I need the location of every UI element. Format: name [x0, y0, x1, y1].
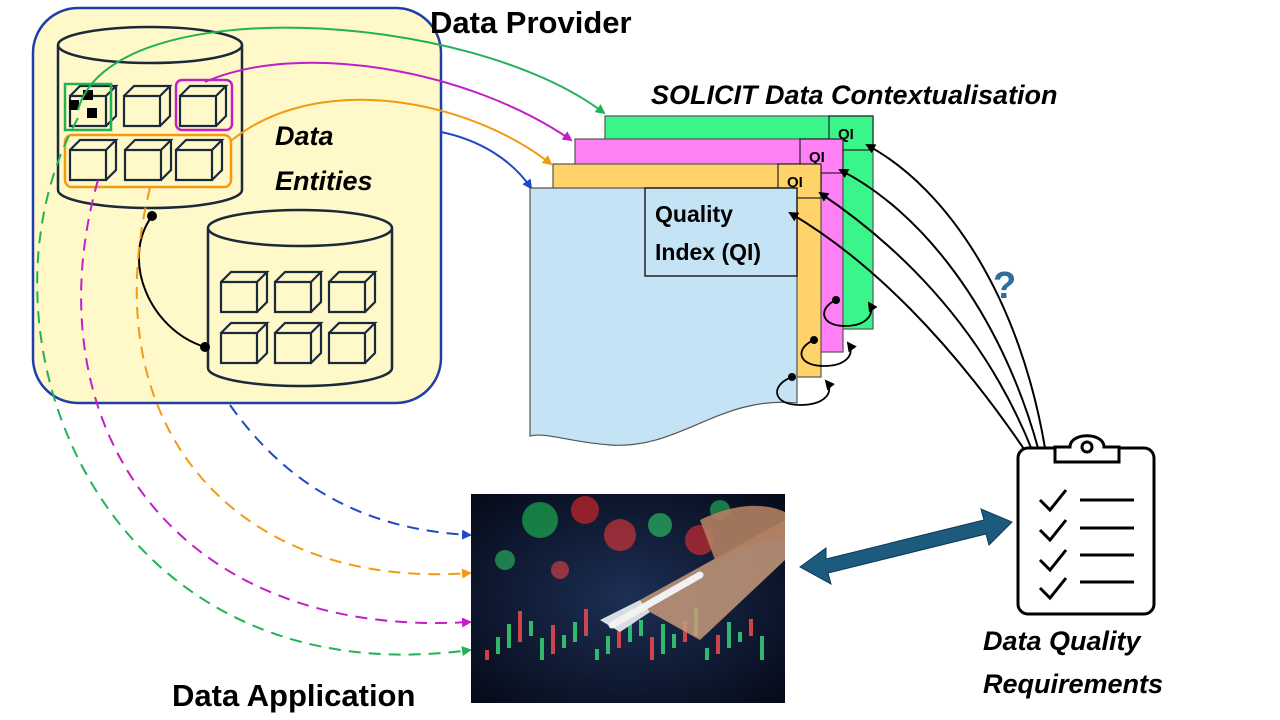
quality-index-line2: Index (QI): [655, 239, 761, 265]
bokeh-light: [522, 502, 558, 538]
candle-mark: [749, 619, 753, 636]
loop-dot: [832, 296, 840, 304]
candle-mark: [529, 621, 533, 636]
bokeh-light: [604, 519, 636, 551]
database-link-connector: [137, 215, 206, 348]
requirements-label-line1: Data Quality: [983, 626, 1143, 656]
candle-mark: [551, 625, 555, 654]
candle-mark: [738, 632, 742, 642]
cube-icon: [178, 84, 229, 128]
candle-mark: [595, 649, 599, 660]
application-label: Data Application: [172, 678, 415, 713]
entity-marker: [83, 90, 93, 100]
dashed-arrows: [36, 117, 472, 657]
cube-icon: [123, 138, 174, 182]
connector-dot: [200, 342, 210, 352]
candle-mark: [727, 622, 731, 648]
arrow-magenta-to-context: [204, 61, 573, 142]
data-entity-cubes: [68, 84, 378, 365]
bokeh-light: [495, 550, 515, 570]
candle-mark: [617, 623, 621, 648]
loop-arrows: [776, 299, 878, 406]
candle-mark: [661, 624, 665, 654]
candle-mark: [584, 609, 588, 636]
qi-tag-yellow-label: QI: [787, 174, 803, 191]
candle-mark: [485, 650, 489, 660]
candle-mark: [628, 610, 632, 642]
candle-mark: [518, 611, 522, 642]
provider-label: Data Provider: [430, 5, 632, 40]
candle-mark: [562, 635, 566, 648]
candle-mark: [705, 648, 709, 660]
cube-icon: [327, 321, 378, 365]
candle-mark: [760, 636, 764, 660]
candle-mark: [496, 637, 500, 654]
quality-index-box: [644, 187, 798, 277]
candle-mark: [672, 634, 676, 648]
arrow-orange-to-context: [231, 98, 553, 166]
candle-mark: [540, 638, 544, 660]
arrow-green-to-context: [77, 26, 606, 115]
loop-dot: [788, 373, 796, 381]
cube-icon: [219, 270, 270, 314]
cube-icon: [219, 321, 270, 365]
quality-index-line1: Quality: [655, 201, 733, 227]
bokeh-light: [648, 513, 672, 537]
bokeh-light: [551, 561, 569, 579]
candle-mark: [507, 624, 511, 648]
trading-screen-image: [471, 494, 785, 703]
entity-group-magenta: [174, 78, 234, 132]
contextualisation-title: SOLICIT Data Contextualisation: [651, 80, 1058, 110]
candle-mark: [639, 620, 643, 636]
cube-icon: [273, 321, 324, 365]
candle-mark: [606, 636, 610, 654]
candle-mark: [650, 637, 654, 660]
entity-marker: [87, 108, 97, 118]
cube-icon: [122, 84, 173, 128]
connector-dot: [147, 211, 157, 221]
cube-icon: [327, 270, 378, 314]
candle-mark: [573, 622, 577, 642]
cube-icon: [68, 138, 119, 182]
qi-tag-magenta-label: QI: [809, 149, 825, 166]
clipboard-checklist-icon: [1016, 434, 1156, 616]
entity-group-green: [63, 82, 113, 132]
entity-group-orange: [63, 133, 233, 189]
question-icon: ?: [993, 265, 1016, 307]
candle-mark: [716, 635, 720, 654]
entity-marker: [69, 100, 79, 110]
cube-icon: [174, 138, 225, 182]
requirements-label-line2: Requirements: [983, 669, 1163, 699]
arrow-blue-to-context: [440, 131, 533, 190]
bokeh-light: [571, 496, 599, 524]
database-icon-secondary: [206, 208, 394, 388]
entities-label-line1: Data: [275, 121, 334, 151]
double-arrow-icon: [799, 508, 1013, 586]
loop-dot: [810, 336, 818, 344]
cube-icon: [273, 270, 324, 314]
entities-label-line2: Entities: [275, 166, 373, 196]
requirement-arrows: [788, 144, 1046, 453]
